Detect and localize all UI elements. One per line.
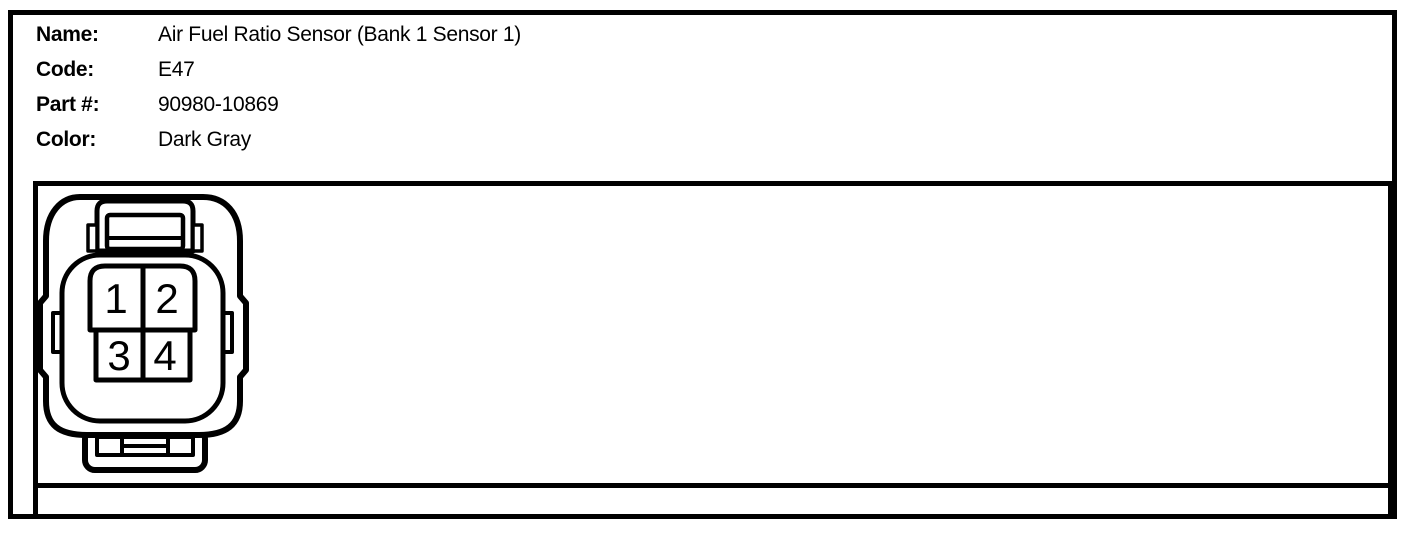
pin-3-label: 3 — [107, 332, 130, 379]
diagram-box: 1 2 3 4 — [33, 181, 1393, 519]
name-value: Air Fuel Ratio Sensor (Bank 1 Sensor 1) — [158, 23, 521, 46]
pin-1-label: 1 — [104, 275, 127, 322]
table-divider-line — [38, 483, 1388, 488]
field-row-name: Name: Air Fuel Ratio Sensor (Bank 1 Sens… — [36, 17, 1382, 52]
code-value: E47 — [158, 58, 195, 81]
pin-2-label: 2 — [155, 275, 178, 322]
field-row-color: Color: Dark Gray — [36, 122, 1382, 157]
pin-4-label: 4 — [153, 332, 176, 379]
code-label: Code: — [36, 58, 94, 81]
pin-grid: 1 2 3 4 — [87, 263, 198, 383]
connector-top-latch — [86, 198, 204, 254]
header-section: Name: Air Fuel Ratio Sensor (Bank 1 Sens… — [36, 17, 1382, 157]
connector-pinout-diagram: 1 2 3 4 — [38, 194, 249, 473]
color-value: Dark Gray — [158, 128, 251, 151]
name-label: Name: — [36, 23, 99, 46]
part-number-value: 90980-10869 — [158, 93, 279, 116]
color-label: Color: — [36, 128, 97, 151]
part-number-label: Part #: — [36, 93, 100, 116]
field-row-part-number: Part #: 90980-10869 — [36, 87, 1382, 122]
page-frame: Name: Air Fuel Ratio Sensor (Bank 1 Sens… — [8, 10, 1397, 519]
field-row-code: Code: E47 — [36, 52, 1382, 87]
empty-footer-row — [38, 488, 1388, 514]
